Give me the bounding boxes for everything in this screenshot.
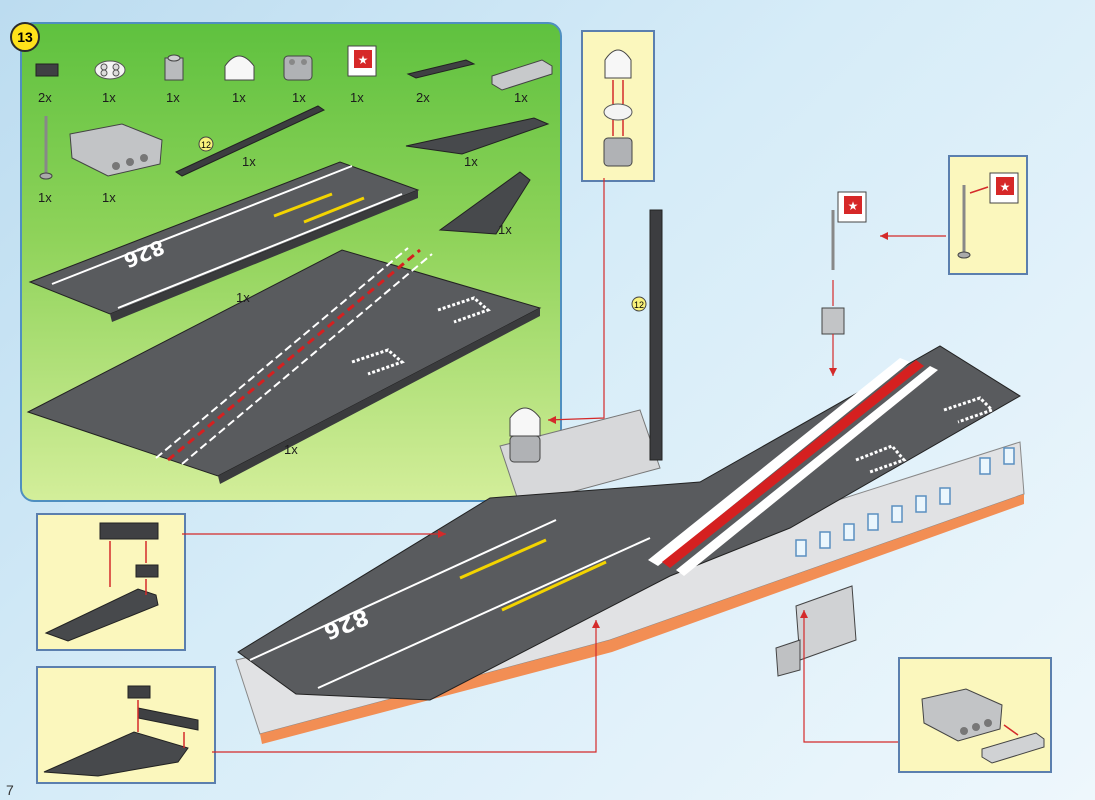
part-gray-brick-1x1 [164,54,184,81]
qty-wedge-plate: 1x [464,154,478,169]
qty-white-round-plate: 1x [102,90,116,105]
qty-gray-round-brick: 1x [292,90,306,105]
part-wedge-plate [405,117,550,155]
callout-flag-antenna-art: ★ [957,172,1019,259]
callout-flag-antenna: ★ [948,155,1028,275]
svg-text:★: ★ [358,53,369,67]
step-number-badge: 13 [10,22,40,52]
part-dark-plate-1x2 [35,63,59,77]
qty-wedge-small: 1x [498,222,512,237]
bar-length-label: 12 [201,140,211,150]
callout-windscreen-bracket-art [921,688,1045,764]
qty-antenna: 1x [38,190,52,205]
part-dark-plate-1x4 [406,59,476,79]
qty-gray-brick: 1x [166,90,180,105]
part-white-round-plate [94,60,126,80]
part-windscreen [69,123,163,177]
side-bracket [775,585,857,677]
callout-bow-wedge-art [44,522,159,642]
callout-stern-wedge [36,666,216,784]
callout-bow-wedge [36,513,186,651]
qty-flag: 1x [350,90,364,105]
svg-text:★: ★ [1000,180,1011,194]
part-white-dome [224,55,255,81]
qty-dark-plate-1x2: 2x [38,90,52,105]
qty-windscreen: 1x [102,190,116,205]
callout-stern-wedge-art [43,685,199,777]
part-gray-bracket [491,59,553,91]
mast-flag: ★ [821,191,867,335]
callout-radar-dome [581,30,655,182]
qty-angled-deck: 1x [284,442,298,457]
part-flag: ★ [347,45,377,77]
part-bar-12: 12 [174,105,326,177]
part-antenna [39,116,53,180]
qty-runway-deck: 1x [236,290,250,305]
callout-windscreen-bracket [898,657,1052,773]
callout-radar-dome-art [603,49,633,167]
qty-white-dome: 1x [232,90,246,105]
part-wedge-small [438,171,531,235]
parts-panel: ★ 12 [20,22,562,502]
part-runway-deck: 826 [28,161,420,322]
qty-dark-plate-1x4: 2x [416,90,430,105]
bar-length-label-model: 12 [634,300,644,310]
qty-bracket: 1x [514,90,528,105]
part-gray-round-brick [283,55,313,81]
qty-bar-12: 1x [242,154,256,169]
page-number: 7 [6,782,14,798]
deck-number-model: 826 [320,603,372,643]
svg-text:★: ★ [848,199,859,213]
